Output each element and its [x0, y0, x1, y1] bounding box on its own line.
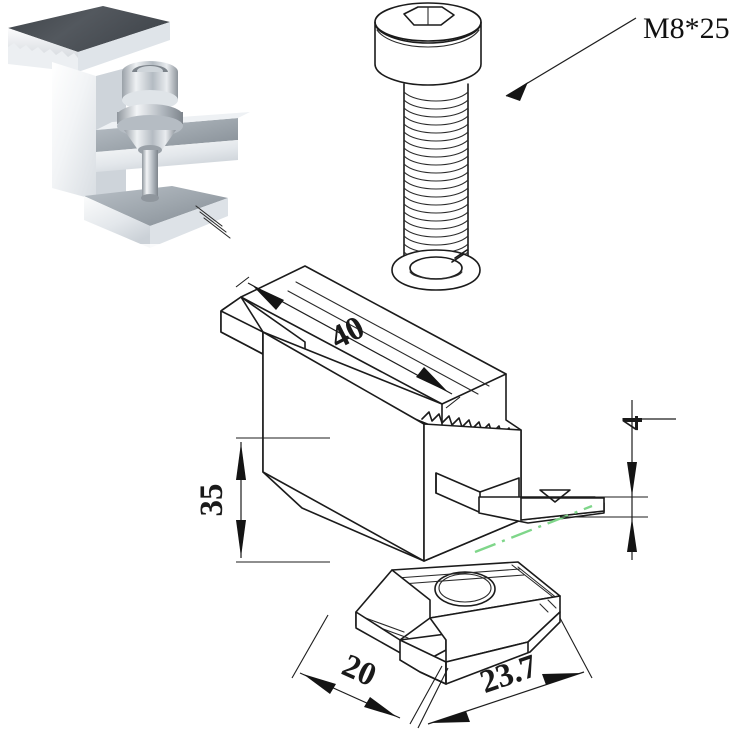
- tnut-drawing: [355, 561, 561, 685]
- dimension-23-7: [417, 617, 593, 729]
- dimension-20: [291, 614, 443, 725]
- clamp-drawing: [220, 265, 605, 562]
- centerline-green: [474, 504, 593, 554]
- bolt-callout-leader: [505, 17, 637, 101]
- dimension-35-label: 35: [194, 484, 230, 517]
- photo-clamp-render: [0, 0, 262, 260]
- bolt-drawing: [374, 2, 482, 291]
- dimension-4-label: 4: [616, 416, 649, 431]
- dimension-35: [236, 437, 330, 563]
- bolt-callout-label: M8*25: [643, 12, 730, 45]
- dimension-4: [560, 400, 676, 560]
- dimension-20-label: 20: [337, 648, 382, 694]
- dimension-40: [235, 276, 461, 409]
